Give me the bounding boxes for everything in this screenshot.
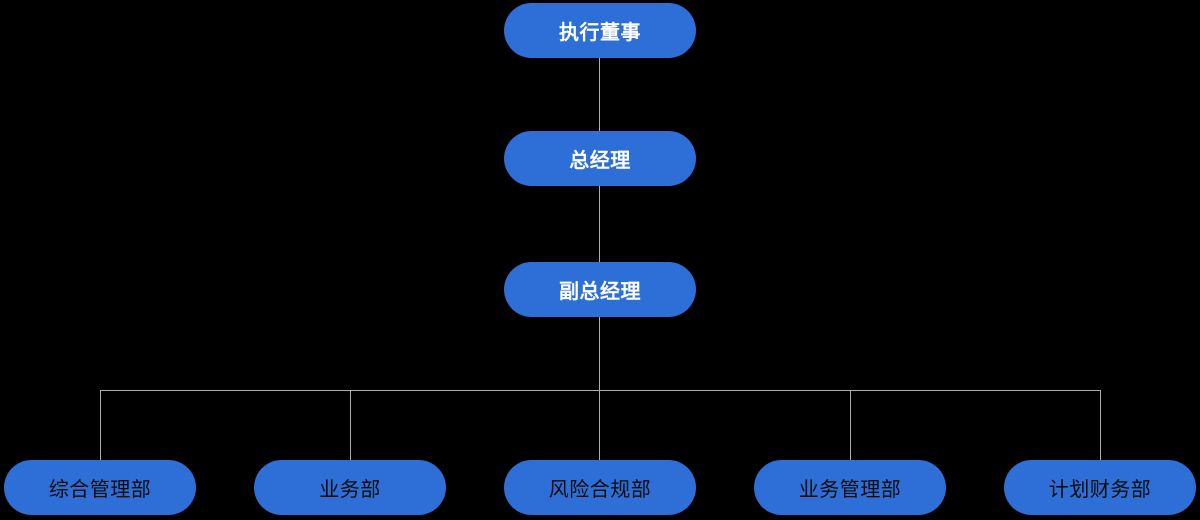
node-dept-business: 业务部 [254,460,446,515]
node-label: 执行董事 [559,20,641,44]
connector-exec-to-gm [599,58,600,131]
connector-branch-bar [100,390,1100,391]
node-label: 副总经理 [559,279,641,303]
connector-gm-to-deputy [599,186,600,262]
connector-deputy-to-branch [599,317,600,460]
node-dept-business-management: 业务管理部 [754,460,946,515]
node-label: 综合管理部 [48,477,152,501]
node-general-manager: 总经理 [504,131,696,186]
connector-drop-business [350,390,351,460]
node-label: 风险合规部 [548,477,652,501]
node-label: 业务部 [319,477,381,501]
node-label: 计划财务部 [1048,477,1152,501]
node-label: 总经理 [569,148,631,172]
node-executive-director: 执行董事 [504,3,696,58]
connector-drop-business-management [850,390,851,460]
node-deputy-general-manager: 副总经理 [504,262,696,317]
node-label: 业务管理部 [798,477,902,501]
node-dept-general-admin: 综合管理部 [4,460,196,515]
connector-drop-general-admin [100,390,101,460]
node-dept-risk-compliance: 风险合规部 [504,460,696,515]
node-dept-planning-finance: 计划财务部 [1004,460,1196,515]
connector-drop-planning-finance [1100,390,1101,460]
